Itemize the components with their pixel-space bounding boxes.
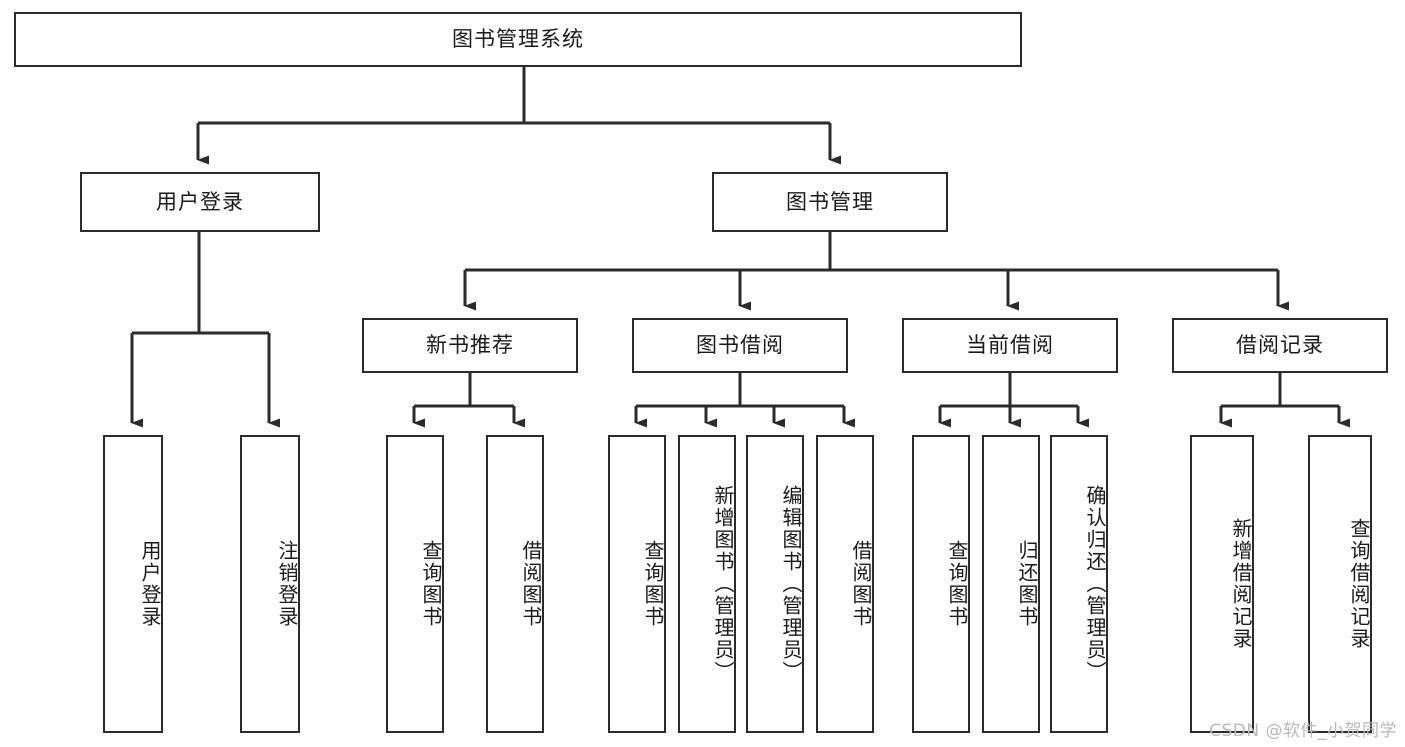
leaf-node-0: 用户登录 — [103, 435, 163, 733]
node-label: 用户登录 — [156, 189, 244, 214]
node-label: 编辑图书（管理员） — [779, 485, 803, 683]
leaf-node-10: 确认归还（管理员） — [1050, 435, 1108, 733]
leaf-node-6: 编辑图书（管理员） — [746, 435, 804, 733]
level3-node-1: 图书借阅 — [632, 318, 848, 373]
node-label: 确认归还（管理员） — [1083, 485, 1107, 683]
node-label: 查询借阅记录 — [1347, 518, 1371, 650]
node-label: 查询图书 — [641, 540, 665, 628]
node-label: 借阅记录 — [1236, 333, 1324, 358]
level2-node-0: 用户登录 — [80, 172, 320, 232]
node-label: 图书管理 — [786, 189, 874, 214]
leaf-node-12: 查询借阅记录 — [1308, 435, 1372, 733]
leaf-node-8: 查询图书 — [912, 435, 970, 733]
node-label: 新增图书（管理员） — [711, 485, 735, 683]
leaf-node-2: 查询图书 — [386, 435, 444, 733]
leaf-node-4: 查询图书 — [608, 435, 666, 733]
node-label: 新书推荐 — [426, 333, 514, 358]
node-label: 归还图书 — [1015, 540, 1039, 628]
level2-node-1: 图书管理 — [712, 172, 948, 232]
node-label: 当前借阅 — [966, 333, 1054, 358]
node-label: 新增借阅记录 — [1229, 518, 1253, 650]
node-label: 图书管理系统 — [452, 27, 584, 52]
level3-node-3: 借阅记录 — [1172, 318, 1388, 373]
leaf-node-9: 归还图书 — [982, 435, 1040, 733]
watermark-text: CSDN @软件_小贺同学 — [1209, 721, 1397, 741]
node-label: 借阅图书 — [519, 540, 543, 628]
node-label: 用户登录 — [138, 540, 162, 628]
leaf-node-5: 新增图书（管理员） — [678, 435, 736, 733]
node-label: 注销登录 — [275, 540, 299, 628]
node-label: 图书借阅 — [696, 333, 784, 358]
leaf-node-11: 新增借阅记录 — [1190, 435, 1254, 733]
root-node: 图书管理系统 — [14, 12, 1022, 67]
leaf-node-1: 注销登录 — [240, 435, 300, 733]
leaf-node-3: 借阅图书 — [486, 435, 544, 733]
node-label: 查询图书 — [945, 540, 969, 628]
level3-node-2: 当前借阅 — [902, 318, 1118, 373]
node-label: 借阅图书 — [849, 540, 873, 628]
node-label: 查询图书 — [419, 540, 443, 628]
level3-node-0: 新书推荐 — [362, 318, 578, 373]
leaf-node-7: 借阅图书 — [816, 435, 874, 733]
